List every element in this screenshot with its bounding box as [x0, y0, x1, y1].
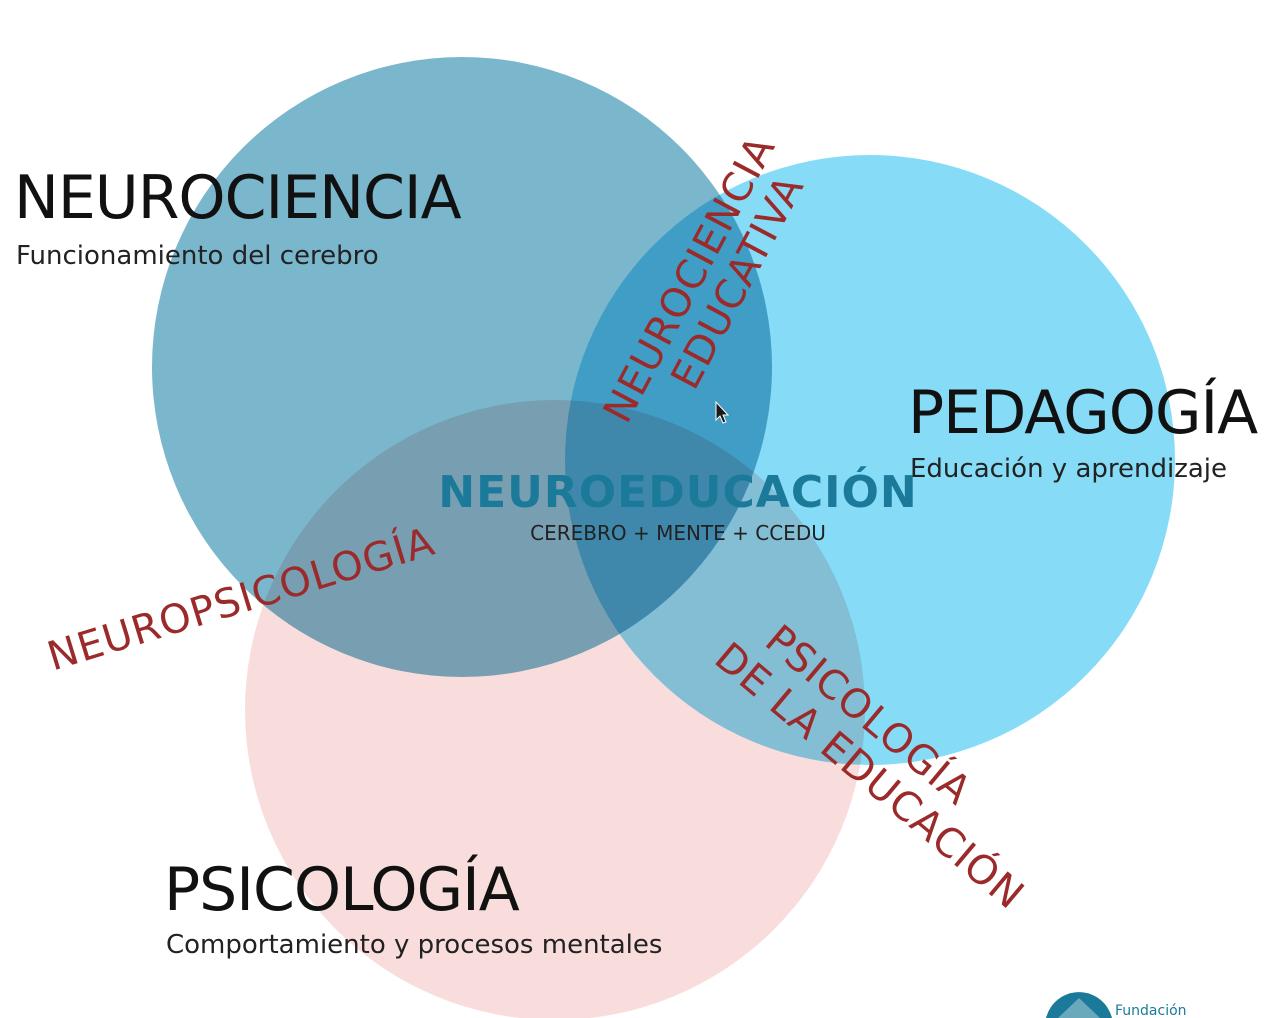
set-neurociencia: NEUROCIENCIA Funcionamiento del cerebro [14, 163, 463, 271]
set-pedagogia: PEDAGOGÍA Educación y aprendizaje [908, 376, 1259, 484]
circle-neurociencia [152, 57, 772, 677]
mouse-cursor-icon [715, 400, 730, 424]
center-title: NEUROEDUCACIÓN [438, 465, 917, 518]
set-neurociencia-title: NEUROCIENCIA [14, 163, 462, 233]
set-psicologia: PSICOLOGÍA Comportamiento y procesos men… [164, 853, 662, 960]
logo-icon [1046, 992, 1112, 1018]
center-region: NEUROEDUCACIÓN CEREBRO + MENTE + CCEDU [438, 465, 917, 545]
set-neurociencia-subtitle: Funcionamiento del cerebro [16, 241, 379, 271]
logo-text: Fundación [1115, 1003, 1187, 1018]
set-pedagogia-title: PEDAGOGÍA [908, 376, 1258, 448]
center-subtitle: CEREBRO + MENTE + CCEDU [530, 521, 826, 545]
set-psicologia-title: PSICOLOGÍA [164, 853, 520, 925]
set-pedagogia-subtitle: Educación y aprendizaje [910, 454, 1227, 484]
venn-circles [152, 57, 1175, 1018]
set-psicologia-subtitle: Comportamiento y procesos mentales [166, 930, 662, 960]
logo: Fundación [1046, 992, 1187, 1018]
